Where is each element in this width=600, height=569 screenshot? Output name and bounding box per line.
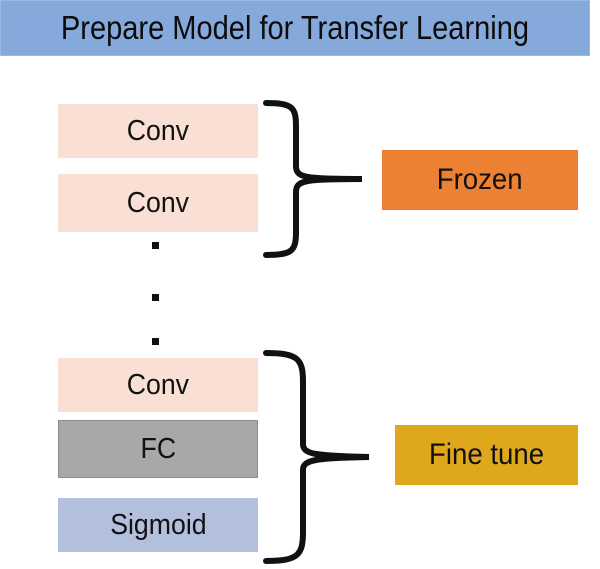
brace-finetune-icon <box>263 350 370 564</box>
layer-label: Conv <box>126 368 190 401</box>
layer-box-sigmoid: Sigmoid <box>58 498 258 552</box>
ellipsis-dot <box>152 294 159 301</box>
layer-label: Sigmoid <box>109 508 207 541</box>
group-label-text: Fine tune <box>428 438 545 471</box>
layer-label: FC <box>140 432 176 465</box>
layer-label: Conv <box>126 186 190 219</box>
brace-frozen-icon <box>263 100 363 258</box>
layer-box-conv-3: Conv <box>58 358 258 412</box>
vertical-ellipsis <box>152 238 166 348</box>
group-label-fine-tune: Fine tune <box>395 425 578 485</box>
layer-label: Conv <box>126 114 190 147</box>
group-label-frozen: Frozen <box>382 150 578 210</box>
group-label-text: Frozen <box>437 163 523 196</box>
layer-box-conv-2: Conv <box>58 174 258 232</box>
layer-box-fc: FC <box>58 420 258 478</box>
page-title-bar: Prepare Model for Transfer Learning <box>0 0 590 56</box>
layer-box-conv-1: Conv <box>58 104 258 158</box>
ellipsis-dot <box>152 242 159 249</box>
ellipsis-dot <box>152 338 159 345</box>
page-title: Prepare Model for Transfer Learning <box>60 9 530 46</box>
